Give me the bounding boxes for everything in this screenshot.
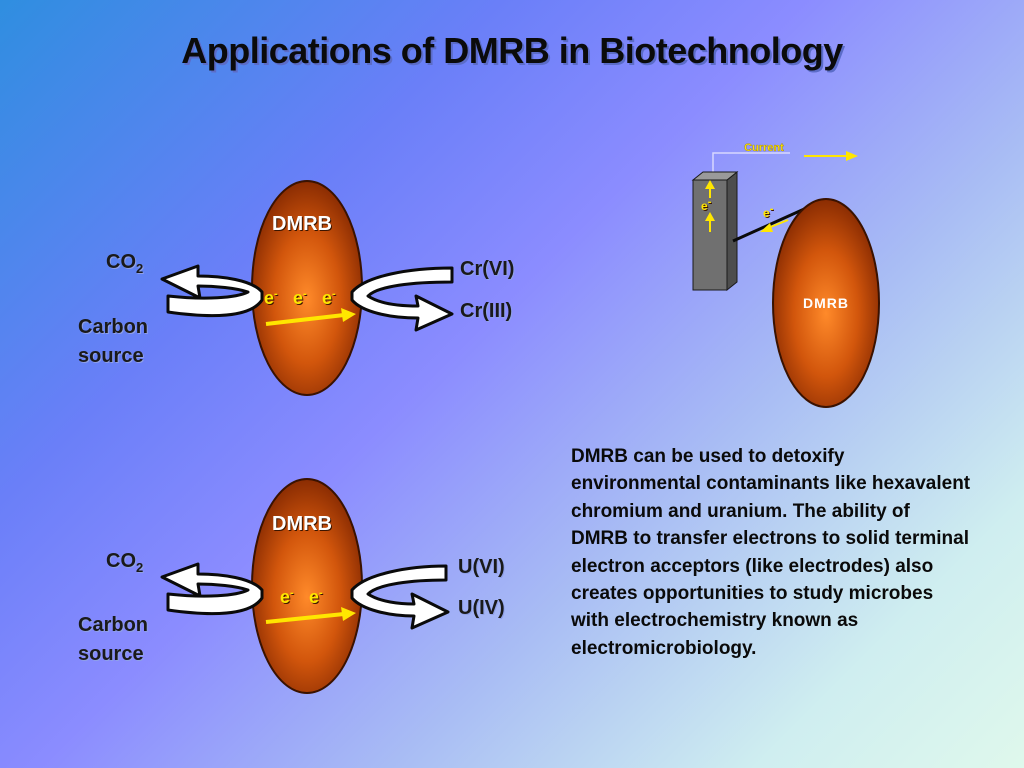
electrode-electron-arrowhead-1 [705,180,715,189]
oxidation-arrow-bottom [160,562,264,616]
circuit-wire [712,152,790,179]
electron-label-bottom-2: e- [309,587,323,607]
transfer-electron-label: e- [763,203,774,220]
electron-flow-arrow-top [265,313,345,326]
u-vi-label: U(VI) [458,556,505,578]
u-iv-label: U(IV) [458,597,505,619]
cr-iii-label: Cr(III) [460,300,513,322]
co2-label-bottom: CO2 [106,550,144,575]
electron-label-top-3: e- [322,288,336,308]
carbon-source-label-bottom: Carbon source [78,614,148,665]
current-label: Current [744,142,784,154]
dmrb-label-top: DMRB [272,213,332,235]
reduction-arrow-top [350,266,454,332]
electrode-electron-arrowhead-2 [705,212,715,221]
electron-label-top-1: e- [264,288,278,308]
dmrb-cell-bottom [251,478,363,694]
electrode-cell-label: DMRB [803,295,849,311]
carbon-source-label-top: Carbon source [78,316,148,367]
electrode-electron-label: e- [701,196,712,213]
electron-label-bottom-1: e- [280,587,294,607]
oxidation-arrow-top [160,264,264,318]
description-text: DMRB can be used to detoxify environment… [571,446,971,659]
electron-flow-arrow-bottom [265,612,345,624]
electron-transfer-arrow [767,219,789,229]
current-arrowhead [846,151,858,161]
slide-title: Applications of DMRB in Biotechnology [181,30,843,71]
dmrb-cell-electrode [772,198,880,408]
dmrb-label-bottom: DMRB [272,513,332,535]
cr-vi-label: Cr(VI) [460,258,515,280]
electron-flow-arrowhead-bottom [341,607,356,621]
electrode-bar [692,179,728,291]
electrode-side [726,170,738,292]
electron-flow-arrowhead-top [341,308,356,322]
electron-label-top-2: e- [293,288,307,308]
reduction-arrow-bottom [350,564,450,630]
electron-transfer-arrowhead [760,223,773,232]
co2-label-top: CO2 [106,251,144,276]
